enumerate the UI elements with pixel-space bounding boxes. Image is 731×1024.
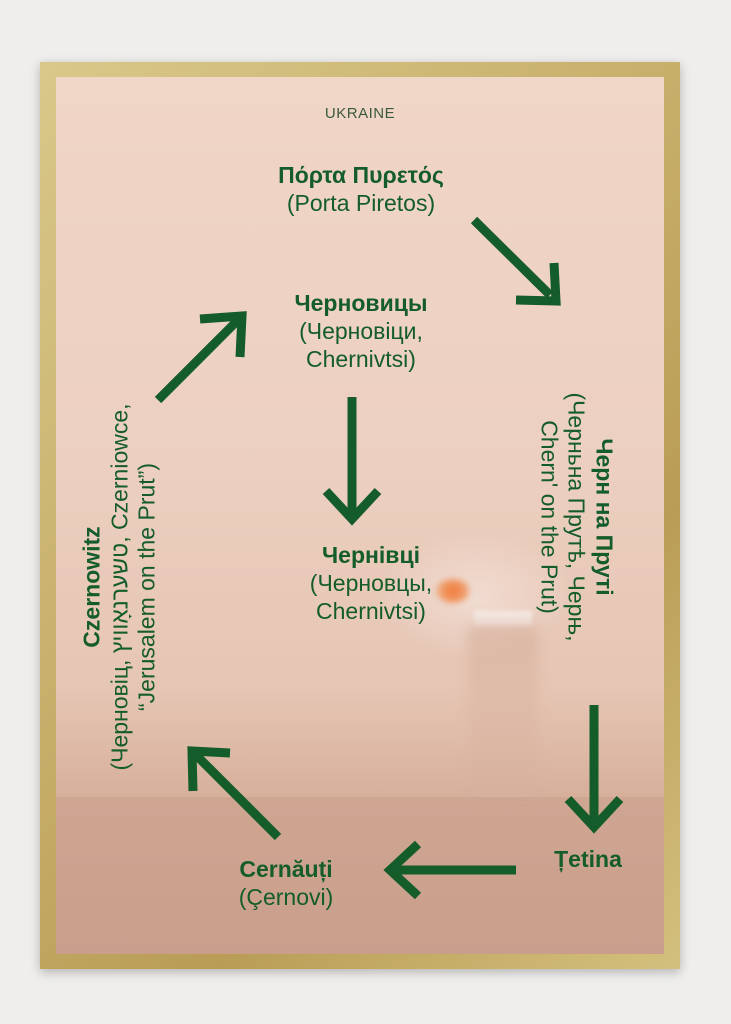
node-subtitle: (Porta Piretos): [286, 190, 436, 217]
node-title: Țetina: [554, 846, 622, 872]
node-porta-piretos: Πόρτα Πυρετός (Porta Piretos): [236, 161, 486, 217]
shelf-shadow: [468, 625, 538, 805]
node-subtitle: Chernivtsi): [306, 346, 416, 373]
node-subtitle: Chernivtsi): [316, 598, 426, 625]
node-subtitle: (Черновцы,: [309, 570, 433, 597]
node-chernovitsy: Черновицы (Черновіци, Chernivtsi): [241, 289, 481, 373]
arrow-cernauti-to-czernowitz: [187, 746, 282, 841]
node-cernauti: Cernăuți (Çernovi): [216, 855, 356, 911]
arrow-czernowitz-to-chernovitsy: [154, 311, 247, 404]
arrow-porta-to-chern: [470, 216, 561, 306]
floor-reflection: [56, 797, 664, 954]
shelf-reflection: [474, 611, 532, 625]
mirror-surface: UKRAINE Πόρτα Πυρετός (Porta Piretos) Че…: [56, 77, 664, 954]
node-title: Черновицы: [294, 290, 428, 316]
node-tetina: Țetina: [538, 845, 638, 873]
node-title: Cernăuți: [239, 856, 333, 882]
node-chernivtsi: Чернівці (Черновцы, Chernivtsi): [251, 541, 491, 625]
node-title: Чернівці: [322, 542, 420, 568]
node-subtitle: (Черновіци,: [299, 318, 423, 345]
node-title: Πόρτα Πυρετός: [278, 162, 444, 188]
arrows-layer: [154, 216, 624, 900]
gold-frame: UKRAINE Πόρτα Πυρετός (Porta Piretos) Че…: [40, 62, 680, 969]
arrow-chernovitsy-to-chernivtsi: [322, 397, 382, 526]
country-label: UKRAINE: [324, 105, 396, 122]
orange-object-reflection: [436, 579, 470, 603]
arrow-tetina-to-cernauti: [383, 840, 516, 900]
node-subtitle: (Çernovi): [238, 884, 334, 911]
arrow-chern-to-tetina: [564, 705, 624, 834]
